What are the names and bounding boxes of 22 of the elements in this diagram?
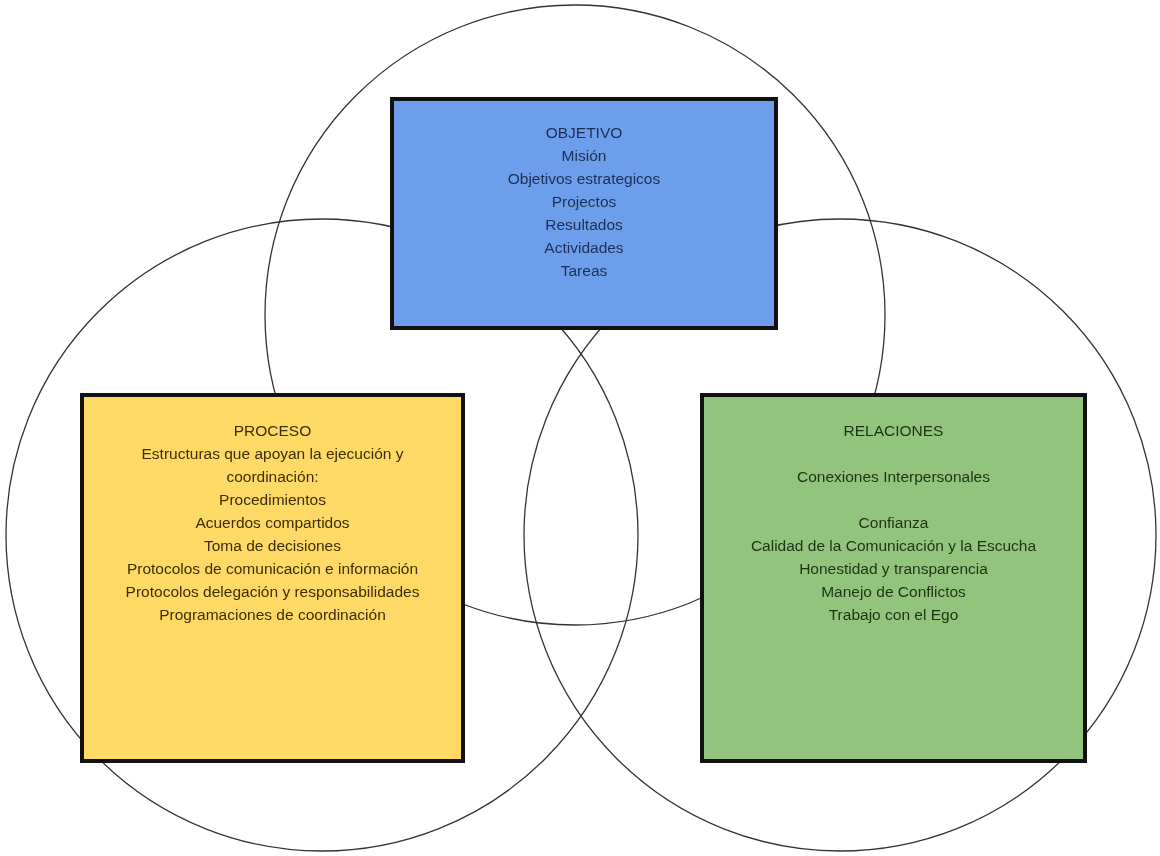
list-item: Protocolos delegación y responsabilidades [125, 582, 420, 602]
list-item: Trabajo con el Ego [828, 605, 959, 625]
list-item: Programaciones de coordinación [159, 605, 386, 625]
list-item: Protocolos de comunicación e información [126, 559, 419, 579]
list-item: Honestidad y transparencia [799, 559, 988, 579]
list-item: Objetivos estrategicos [507, 169, 661, 189]
list-item: Tareas [560, 261, 608, 281]
list-item: Actividades [544, 238, 624, 258]
list-item: Conexiones Interpersonales [797, 467, 990, 487]
box-heading: OBJETIVO [545, 123, 623, 143]
list-item: Procedimientos [219, 490, 326, 510]
list-item: Calidad de la Comunicación y la Escucha [750, 536, 1037, 556]
list-item: Toma de decisiones [204, 536, 341, 556]
box-heading: PROCESO [233, 421, 312, 441]
list-item: Estructuras que apoyan la ejecución y coordinación: [140, 444, 405, 487]
box-heading: RELACIONES [843, 421, 944, 441]
list-item: Manejo de Conflictos [821, 582, 966, 602]
list-item: Misión [561, 146, 607, 166]
list-item: Acuerdos compartidos [195, 513, 350, 533]
list-item: Confianza [858, 513, 929, 533]
list-item: Resultados [545, 215, 623, 235]
list-item: Projectos [551, 192, 617, 212]
